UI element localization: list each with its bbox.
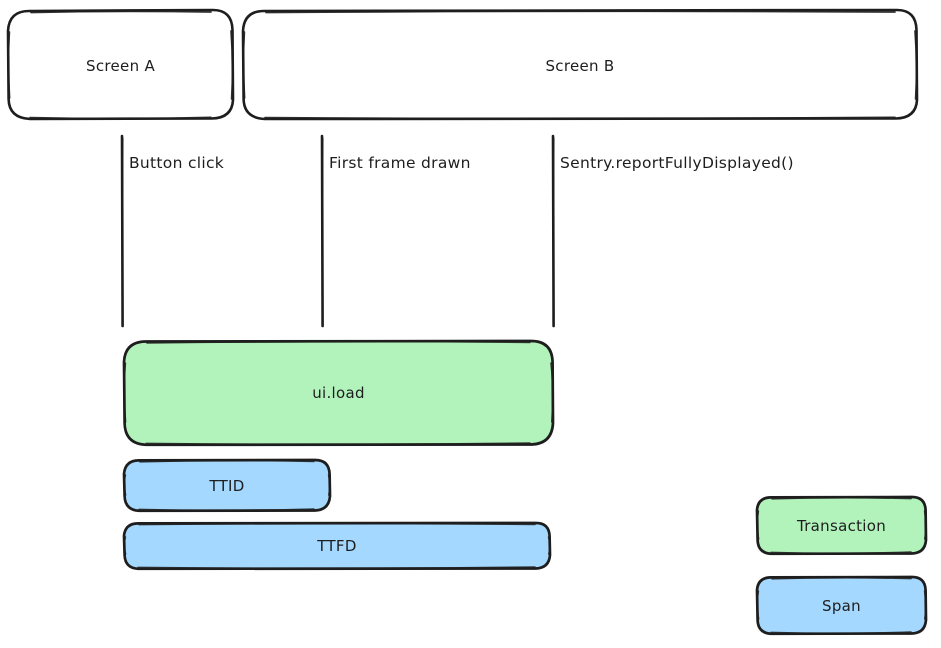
bar-ttid-shape[interactable] (122, 458, 332, 513)
legend-label-transaction: Transaction (796, 517, 887, 535)
bar-ui-load-shape[interactable] (122, 339, 555, 447)
legend-transaction-shape[interactable] (755, 495, 928, 556)
marker-label-button-click: Button click (129, 154, 225, 172)
marker-label-first-frame-drawn: First frame drawn (329, 154, 471, 172)
bar-label-ttfd: TTFD (317, 537, 357, 555)
marker-label-report-fully-displayed: Sentry.reportFullyDisplayed() (560, 154, 794, 172)
marker-line-report-fully-displayed (551, 134, 555, 328)
screen-b-label: Screen B (545, 57, 615, 75)
screen-a-label: Screen A (86, 57, 155, 75)
legend-label-span: Span (822, 597, 861, 615)
bar-label-ui-load: ui.load (312, 384, 365, 402)
marker-line-first-frame-drawn (320, 134, 324, 328)
screen-a-box[interactable] (6, 8, 235, 121)
marker-line-button-click (120, 134, 124, 328)
bar-label-ttid: TTID (209, 477, 245, 495)
legend-span-shape[interactable] (755, 575, 928, 636)
bar-ttfd-shape[interactable] (122, 521, 552, 571)
screen-b-box[interactable] (241, 8, 919, 121)
